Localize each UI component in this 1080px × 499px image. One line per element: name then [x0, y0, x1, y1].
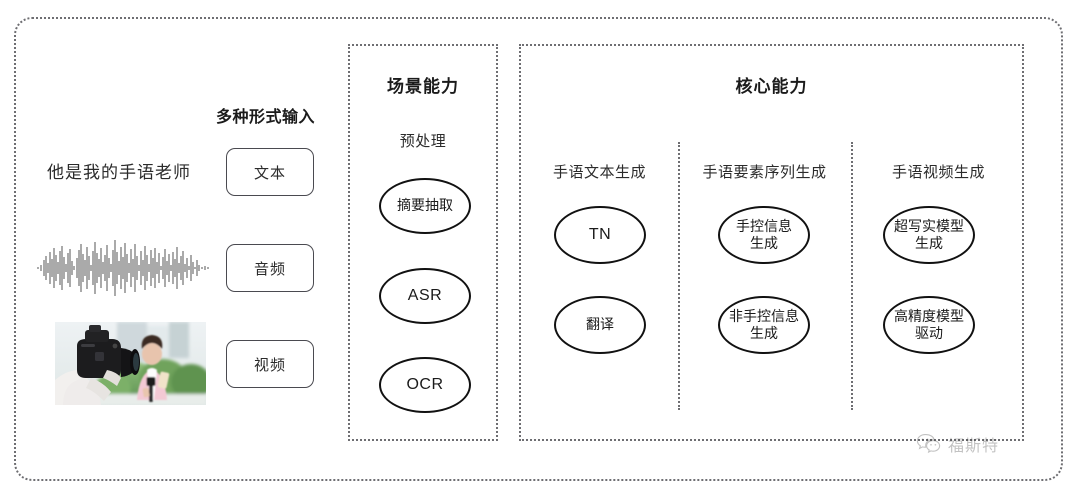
scene-column-label-preprocess: 预处理 [399, 133, 447, 150]
core-column-divider-1 [678, 142, 680, 410]
core-column-label-sign-element-sequence-generation: 手语要素序列生成 [702, 164, 827, 181]
input-chip-audio-label: 音频 [253, 260, 286, 278]
core-column-divider-2 [851, 142, 853, 410]
input-chip-audio[interactable]: 音频 [226, 244, 314, 292]
outer-frame [14, 17, 1063, 481]
input-chip-video[interactable]: 视频 [226, 340, 314, 388]
input-chip-text-label: 文本 [253, 164, 286, 182]
core-capability-panel: 核心能力 手语文本生成 TN 翻译 手语要素序列生成 手控信息 生成 非手控信息… [519, 44, 1024, 441]
input-chip-text[interactable]: 文本 [226, 148, 314, 196]
scene-node-summary-extraction[interactable]: 摘要抽取 [379, 178, 471, 234]
wechat-bubbles-icon [916, 433, 942, 455]
video-thumbnail-image [55, 322, 206, 405]
scene-node-ocr[interactable]: OCR [379, 357, 471, 413]
core-column-label-sign-text-generation: 手语文本生成 [552, 164, 646, 181]
core-node-tn[interactable]: TN [554, 206, 646, 264]
core-node-manual-feature-generation[interactable]: 手控信息 生成 [718, 206, 810, 264]
input-chip-video-label: 视频 [253, 356, 286, 374]
scene-capability-title: 场景能力 [387, 77, 459, 96]
core-node-translation[interactable]: 翻译 [554, 296, 646, 354]
core-node-high-precision-model-driving[interactable]: 高精度模型 驱动 [883, 296, 975, 354]
core-node-non-manual-feature-generation[interactable]: 非手控信息 生成 [718, 296, 810, 354]
input-section-heading: 多种形式输入 [216, 109, 316, 126]
core-capability-title: 核心能力 [735, 77, 808, 96]
sample-input-text: 他是我的手语老师 [47, 163, 191, 182]
scene-capability-panel: 场景能力 预处理 摘要抽取 ASR OCR [348, 44, 498, 441]
watermark: 福斯特 [916, 432, 999, 456]
watermark-text: 福斯特 [948, 438, 1000, 455]
audio-waveform-image [36, 238, 212, 298]
core-column-label-sign-video-generation: 手语视频生成 [891, 164, 985, 181]
core-node-photorealistic-model-generation[interactable]: 超写实模型 生成 [883, 206, 975, 264]
scene-node-asr[interactable]: ASR [379, 268, 471, 324]
